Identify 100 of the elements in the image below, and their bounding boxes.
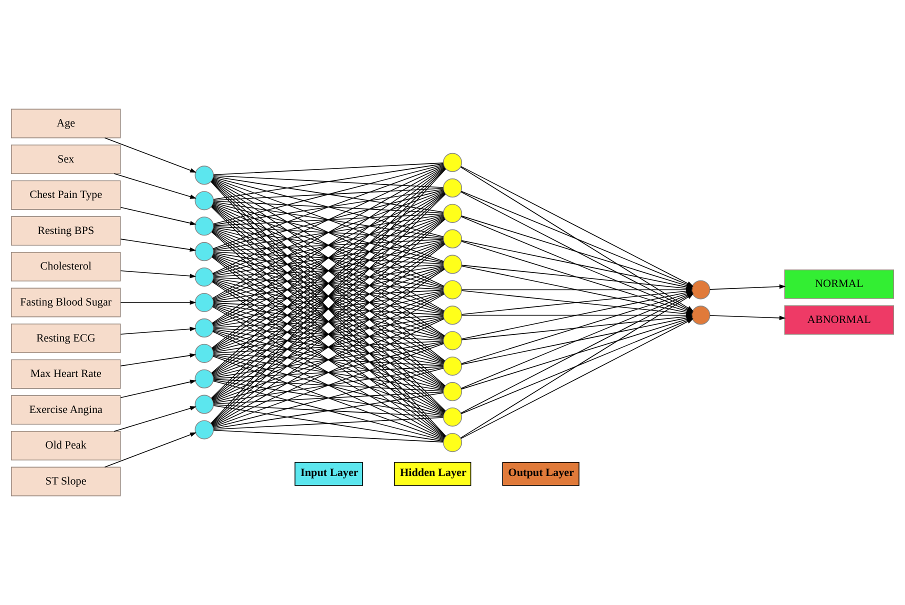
- connector: [213, 163, 444, 200]
- arrow: [120, 326, 196, 335]
- connector: [212, 166, 445, 299]
- node-circle: [194, 420, 214, 440]
- connector: [212, 190, 444, 250]
- connector: [213, 366, 444, 379]
- node-circle: [442, 204, 462, 223]
- node-circle: [691, 306, 710, 325]
- arrow: [114, 406, 196, 432]
- connector: [212, 254, 444, 363]
- connector: [213, 404, 444, 418]
- connector: [212, 280, 444, 388]
- node-circle: [442, 432, 462, 452]
- connector: [212, 229, 444, 338]
- node-box: Exercise Angina: [10, 395, 121, 425]
- connector: [212, 253, 444, 314]
- node-circle: [442, 331, 462, 350]
- connector: [213, 240, 444, 276]
- connector: [212, 268, 444, 376]
- connector: [213, 162, 444, 176]
- connector: [212, 216, 444, 300]
- node-circle: [442, 408, 462, 427]
- node-circle: [194, 191, 214, 210]
- connector: [213, 214, 444, 251]
- legend-label: Input Layer: [300, 467, 358, 480]
- connector: [212, 179, 445, 312]
- connector: [213, 252, 444, 264]
- node-box: Sex: [10, 144, 121, 174]
- node-circle: [194, 318, 214, 338]
- connector: [213, 202, 444, 238]
- connector: [212, 202, 444, 263]
- connector: [213, 328, 444, 341]
- connector: [212, 164, 444, 250]
- connector: [212, 343, 444, 428]
- connector: [213, 316, 444, 352]
- connector: [213, 277, 444, 290]
- connector: [213, 227, 444, 264]
- node-circle: [442, 280, 462, 300]
- arrow: [709, 284, 786, 290]
- connector: [212, 228, 444, 288]
- connector: [212, 266, 444, 351]
- node-circle: [194, 292, 214, 312]
- node-circle: [194, 166, 214, 185]
- connector: [212, 268, 445, 401]
- arrow: [120, 238, 196, 252]
- node-box: Age: [10, 108, 121, 138]
- connector: [212, 164, 444, 224]
- node-circle: [194, 344, 214, 363]
- connector: [213, 315, 444, 328]
- node-box: Old Peak: [10, 430, 121, 460]
- connector: [212, 240, 444, 301]
- connector: [212, 190, 444, 275]
- connector: [212, 318, 444, 402]
- arrow: [120, 270, 196, 278]
- node-circle: [442, 254, 462, 274]
- connector: [213, 278, 444, 314]
- connector: [212, 330, 444, 415]
- connector: [213, 176, 444, 212]
- connector: [213, 200, 444, 214]
- connector: [213, 226, 444, 239]
- node-box: Resting BPS: [10, 216, 121, 246]
- connector: [213, 213, 444, 226]
- node-circle: [442, 229, 462, 248]
- node-circle: [194, 394, 214, 414]
- node-circle: [442, 382, 462, 402]
- connector: [213, 353, 444, 366]
- connector: [213, 430, 444, 442]
- connector: [212, 242, 445, 376]
- connector: [212, 215, 444, 276]
- connector: [212, 304, 444, 364]
- connector: [212, 292, 444, 352]
- connector: [213, 238, 444, 252]
- connector: [212, 166, 444, 274]
- connector: [213, 264, 444, 277]
- node-box: Resting ECG: [10, 324, 121, 354]
- connector: [212, 204, 444, 312]
- connector: [212, 241, 444, 326]
- connector: [212, 178, 444, 262]
- connector: [212, 293, 444, 402]
- connector: [213, 303, 444, 340]
- connector: [213, 290, 444, 302]
- connector: [212, 230, 445, 362]
- arrow: [120, 380, 196, 398]
- node-circle: [691, 280, 710, 300]
- connector: [213, 367, 444, 404]
- arrow: [120, 300, 196, 305]
- connector: [212, 203, 444, 288]
- connector: [212, 292, 444, 376]
- node-circle: [194, 242, 214, 262]
- connector: [212, 242, 444, 350]
- connector: [212, 294, 445, 426]
- node-circle: [442, 178, 462, 198]
- arrow: [120, 353, 196, 366]
- connector: [212, 204, 445, 337]
- connector: [212, 228, 444, 313]
- connector: [213, 290, 444, 328]
- connector: [212, 191, 444, 300]
- node-circle: [194, 268, 214, 287]
- node-box: Max Heart Rate: [10, 359, 121, 389]
- connector: [213, 378, 444, 392]
